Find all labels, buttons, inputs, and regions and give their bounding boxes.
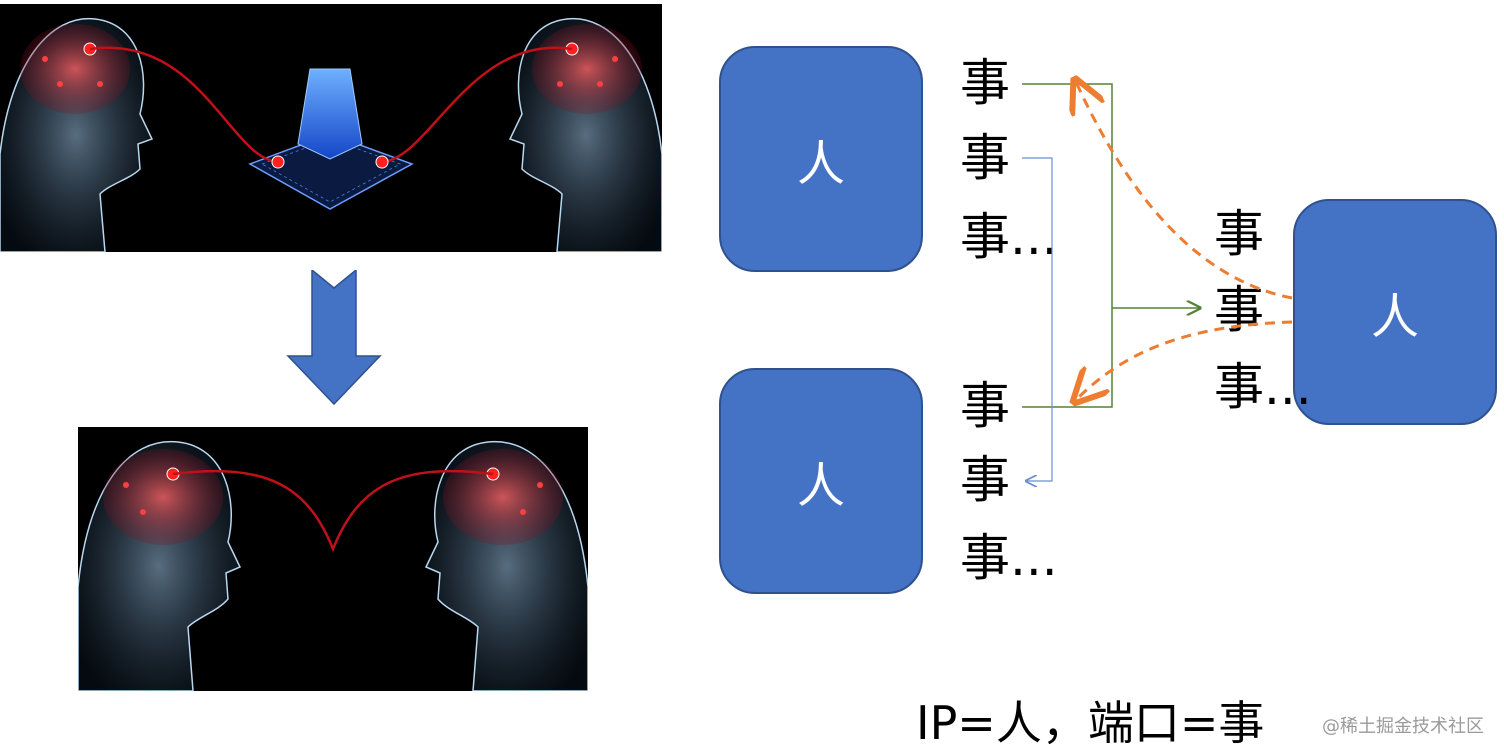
bottom-image-heads-direct xyxy=(78,427,588,691)
blue-link xyxy=(1022,157,1053,481)
thing-label: 事... xyxy=(1214,358,1312,416)
thing-label: 事 xyxy=(960,54,1010,112)
person-box-bottom: 人 xyxy=(719,368,923,594)
device-icon xyxy=(248,68,414,210)
person-label: 人 xyxy=(796,136,845,192)
right-head-figure xyxy=(508,17,662,252)
thing-label: 事... xyxy=(960,208,1058,266)
thing-label: 事... xyxy=(960,529,1058,587)
thing-label: 事 xyxy=(960,377,1010,435)
orange-dashed-link xyxy=(1076,320,1293,400)
watermark: @稀土掘金技术社区 xyxy=(1322,716,1484,737)
orange-dashed-link xyxy=(1076,82,1293,300)
diagram-caption: IP=人，端口=事 xyxy=(916,696,1265,750)
thing-label: 事 xyxy=(960,129,1010,187)
top-image-heads-with-device xyxy=(0,4,662,252)
neural-wire xyxy=(172,469,494,553)
down-arrow-icon xyxy=(286,270,382,406)
left-head-figure xyxy=(78,440,242,691)
person-box-top: 人 xyxy=(719,46,923,272)
person-box-right: 人 xyxy=(1293,199,1497,425)
neural-wire xyxy=(89,46,573,164)
thing-label: 事 xyxy=(960,451,1010,509)
green-link xyxy=(1022,83,1200,408)
thing-label: 事 xyxy=(1214,205,1264,263)
person-label: 人 xyxy=(796,458,845,514)
left-head-figure xyxy=(0,17,154,252)
person-label: 人 xyxy=(1370,289,1419,345)
